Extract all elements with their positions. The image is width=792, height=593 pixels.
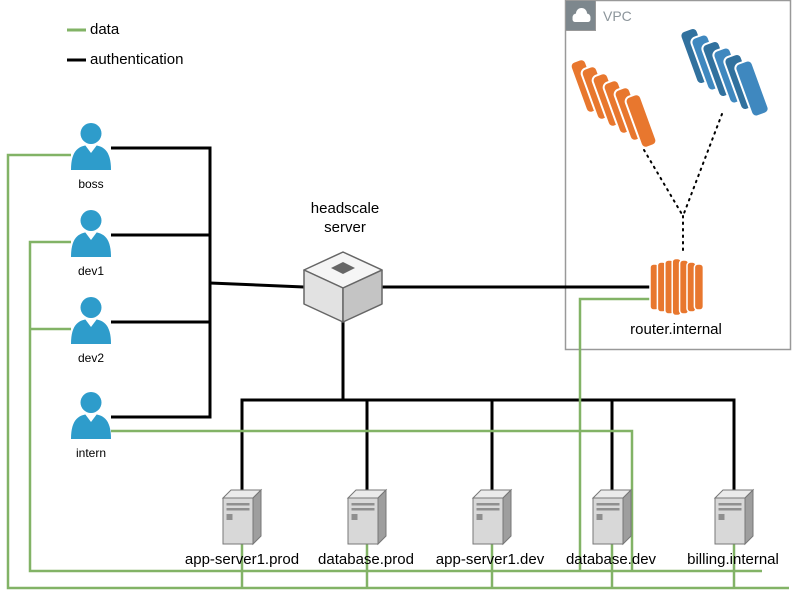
server-icon-app-server1-dev <box>472 489 512 545</box>
instance-stack-blue-icon <box>679 27 770 118</box>
data-line-intern <box>111 429 634 571</box>
vpc-icon <box>565 0 596 31</box>
user-label-dev1: dev1 <box>77 264 105 278</box>
auth-bus-to-headscale <box>209 281 305 289</box>
server-label-app-server1-prod: app-server1.prod <box>184 551 300 568</box>
data-line-router <box>578 297 654 571</box>
user-label-intern: intern <box>75 446 107 460</box>
server-label-app-server1-dev: app-server1.dev <box>435 551 545 568</box>
user-icon-intern <box>71 392 111 439</box>
server-icon-app-server1-prod <box>222 489 262 545</box>
headscale-server-icon <box>303 251 383 323</box>
legend-data-label: data <box>90 21 120 38</box>
user-icon-dev1 <box>71 210 111 257</box>
headscale-server-label: headscale server <box>310 200 380 236</box>
vpc-box <box>564 0 792 351</box>
server-label-billing-internal: billing.internal <box>687 551 779 568</box>
cloud-icon <box>572 8 591 22</box>
vpc-dotted-links <box>643 113 723 253</box>
user-label-boss: boss <box>78 177 104 191</box>
router-icon <box>649 257 705 317</box>
instance-stack-orange-icon <box>569 58 658 149</box>
auth-lines <box>111 146 736 491</box>
server-label-database-dev: database.dev <box>565 551 657 568</box>
server-label-database-prod: database.prod <box>318 551 414 568</box>
user-icon-boss <box>71 123 111 170</box>
legend-auth-label: authentication <box>90 51 184 68</box>
server-icon-database-dev <box>592 489 632 545</box>
data-lines <box>6 153 789 590</box>
data-line-boss <box>6 153 789 590</box>
server-icon-billing-internal <box>714 489 754 545</box>
user-icon-dev2 <box>71 297 111 344</box>
dotted-link-orange-stack <box>643 149 684 217</box>
user-label-dev2: dev2 <box>77 351 105 365</box>
dotted-link-blue-stack <box>682 113 723 217</box>
router-internal-label: router.internal <box>630 321 722 338</box>
server-icon-database-prod <box>347 489 387 545</box>
data-line-dev1 <box>28 240 762 573</box>
vpc-label: VPC <box>603 8 632 24</box>
